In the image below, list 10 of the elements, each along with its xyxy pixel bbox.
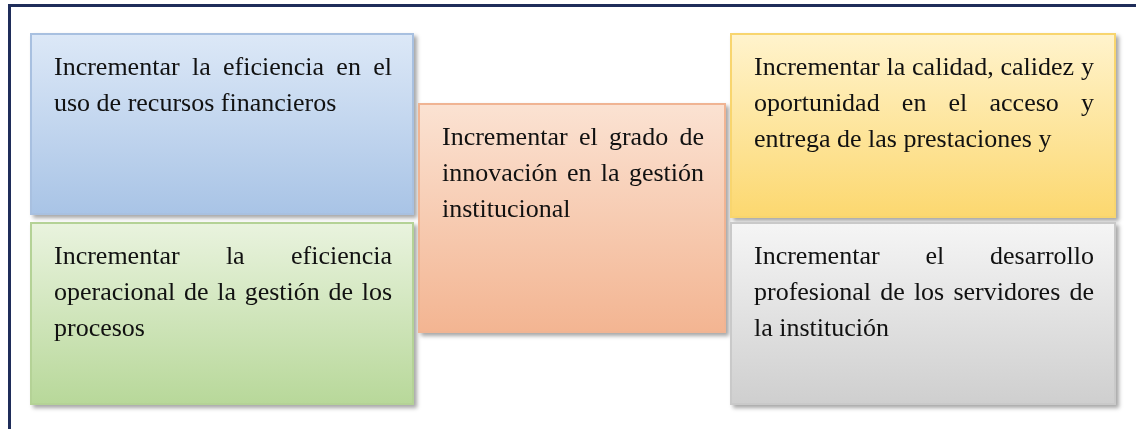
- goal-box: [418, 103, 726, 333]
- goal-text: Incrementar el grado de innovación en la gestión institucional: [442, 121, 704, 225]
- goal-box: [30, 33, 414, 215]
- goal-box: [30, 222, 414, 405]
- goal-text: Incrementar el desarrollo profesional de los servidores de la institución: [754, 240, 1094, 344]
- goal-text: Incrementar la eficiencia en el uso de recursos financieros: [54, 51, 392, 119]
- goal-text: Incrementar la eficiencia operacional de la gestión de los procesos: [54, 240, 392, 344]
- goal-box: [730, 33, 1116, 218]
- goal-text: Incrementar la calidad, calidez y oportunidad en el acceso y entrega de las prestaciones y: [754, 51, 1094, 155]
- goal-box: [730, 222, 1116, 405]
